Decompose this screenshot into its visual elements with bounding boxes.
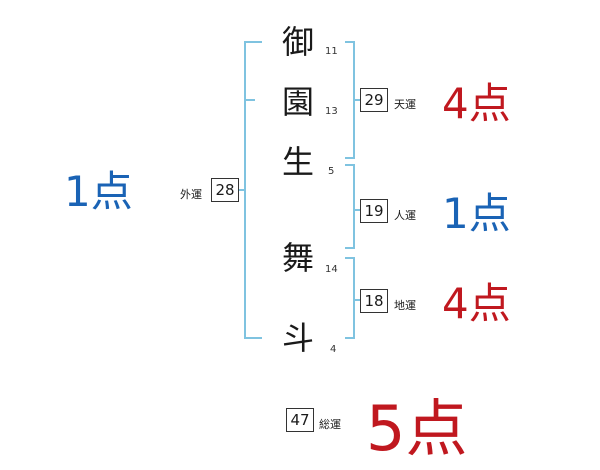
ten-value-box: 29 (360, 88, 388, 112)
chi-value-box: 18 (360, 289, 388, 313)
gai-score: 1点 (64, 167, 133, 216)
jin-value-box: 19 (360, 199, 388, 223)
outer-bracket (244, 41, 262, 339)
sou-score: 5点 (366, 392, 468, 465)
jin-label: 人運 (394, 209, 416, 222)
chi-label: 地運 (394, 299, 416, 312)
jin-score: 1点 (442, 189, 511, 238)
name-char-4: 舞 (281, 239, 314, 277)
stroke-count-4: 14 (325, 264, 338, 275)
gai-label: 外運 (180, 188, 202, 201)
gai-value-box: 28 (211, 178, 239, 202)
sou-value-box: 47 (286, 408, 314, 432)
stroke-count-1: 11 (325, 46, 338, 57)
jin-bracket (345, 164, 355, 249)
stroke-count-5: 4 (330, 344, 337, 355)
name-char-2: 園 (281, 83, 314, 121)
ten-bracket (345, 41, 355, 159)
stroke-count-2: 13 (325, 106, 338, 117)
sou-label: 総運 (319, 418, 341, 431)
chi-bracket (345, 257, 355, 339)
chi-score: 4点 (442, 279, 511, 328)
ten-label: 天運 (394, 98, 416, 111)
ten-score: 4点 (442, 79, 511, 128)
name-char-5: 斗 (281, 319, 314, 357)
stroke-count-3: 5 (328, 166, 335, 177)
name-char-3: 生 (281, 143, 314, 181)
name-char-1: 御 (281, 23, 314, 61)
